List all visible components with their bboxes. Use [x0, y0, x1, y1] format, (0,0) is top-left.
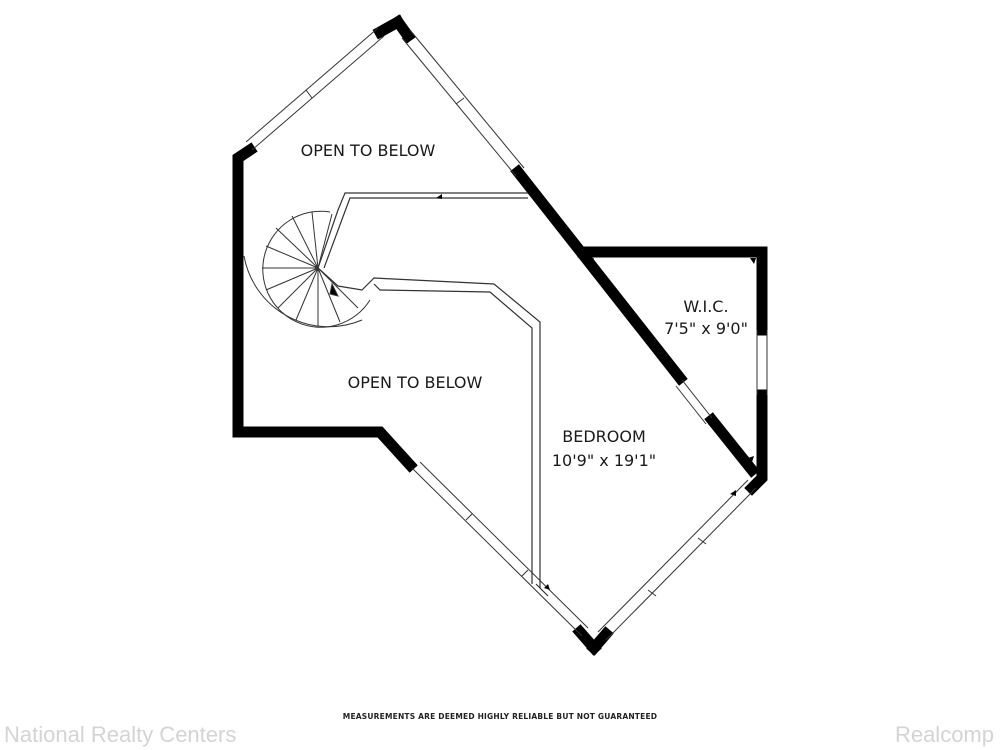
railing-lower-inner — [373, 283, 533, 584]
bedroom-dims-label: 10'9" x 19'1" — [552, 451, 656, 470]
door-opening — [675, 385, 707, 425]
wall-left — [232, 142, 418, 473]
wall-diagonal-lower — [704, 412, 760, 478]
marker-icon — [544, 584, 550, 590]
marker-icon — [708, 422, 714, 428]
railings — [317, 192, 549, 597]
window-mullion — [697, 537, 707, 545]
open-to-below-top-label: OPEN TO BELOW — [301, 141, 436, 160]
wic-label: W.I.C. — [683, 297, 728, 316]
window-mullion — [521, 569, 529, 577]
window-mullion — [647, 589, 657, 597]
marker-icon — [588, 258, 594, 264]
watermark-right: Realcomp — [894, 722, 994, 747]
stair-tread — [317, 267, 359, 309]
window-lower-right-inner — [597, 479, 749, 633]
wic-dims-label: 7'5" x 9'0" — [664, 319, 748, 338]
marker-icon — [748, 456, 754, 462]
stair-tread — [317, 213, 333, 269]
stair-tread — [265, 245, 319, 269]
windows — [245, 27, 768, 641]
stair-outer-arc — [262, 210, 371, 328]
window-mullion — [305, 89, 313, 99]
window-upper-left-outer — [245, 27, 379, 143]
wall-wic — [577, 246, 768, 336]
wall-top-corner-right — [390, 14, 416, 44]
window-lower-right-outer — [605, 487, 757, 641]
railing-lower — [317, 267, 541, 588]
spiral-staircase — [243, 210, 371, 328]
wall-wic-right — [744, 389, 768, 496]
watermark-left: National Realty Centers — [4, 722, 237, 747]
marker-icon — [730, 490, 736, 496]
wall-diagonal-upper — [510, 164, 688, 386]
stair-direction-arrow-icon — [329, 282, 339, 297]
window-upper-right-outer — [409, 29, 525, 169]
window-upper-left-inner — [251, 35, 385, 151]
railing-upper-inner — [323, 197, 528, 269]
stair-tread — [277, 267, 319, 309]
window-lower-left-outer — [411, 467, 583, 637]
open-to-below-bottom-label: OPEN TO BELOW — [348, 373, 483, 392]
stair-outer-arc-2 — [243, 255, 363, 328]
door-markers — [436, 194, 756, 590]
marker-icon — [436, 194, 442, 199]
stair-tread — [317, 267, 341, 323]
railing-end — [535, 583, 549, 597]
stair-tread — [291, 215, 319, 269]
wall-bottom-corner-right — [586, 626, 614, 656]
stair-tread — [311, 211, 319, 269]
window-mullion — [455, 97, 465, 105]
measurement-disclaimer: MEASUREMENTS ARE DEEMED HIGHLY RELIABLE … — [342, 712, 658, 721]
marker-icon — [750, 258, 756, 264]
walls — [232, 14, 768, 656]
door-opening — [681, 379, 713, 419]
stair-tread — [295, 267, 319, 321]
railing-upper — [317, 192, 528, 269]
stair-tread — [275, 227, 319, 269]
window-lower-left-inner — [419, 461, 589, 629]
window-mullion — [465, 513, 473, 521]
window-upper-right-inner — [401, 37, 517, 177]
stair-tread — [265, 267, 319, 291]
bedroom-label: BEDROOM — [562, 427, 646, 446]
